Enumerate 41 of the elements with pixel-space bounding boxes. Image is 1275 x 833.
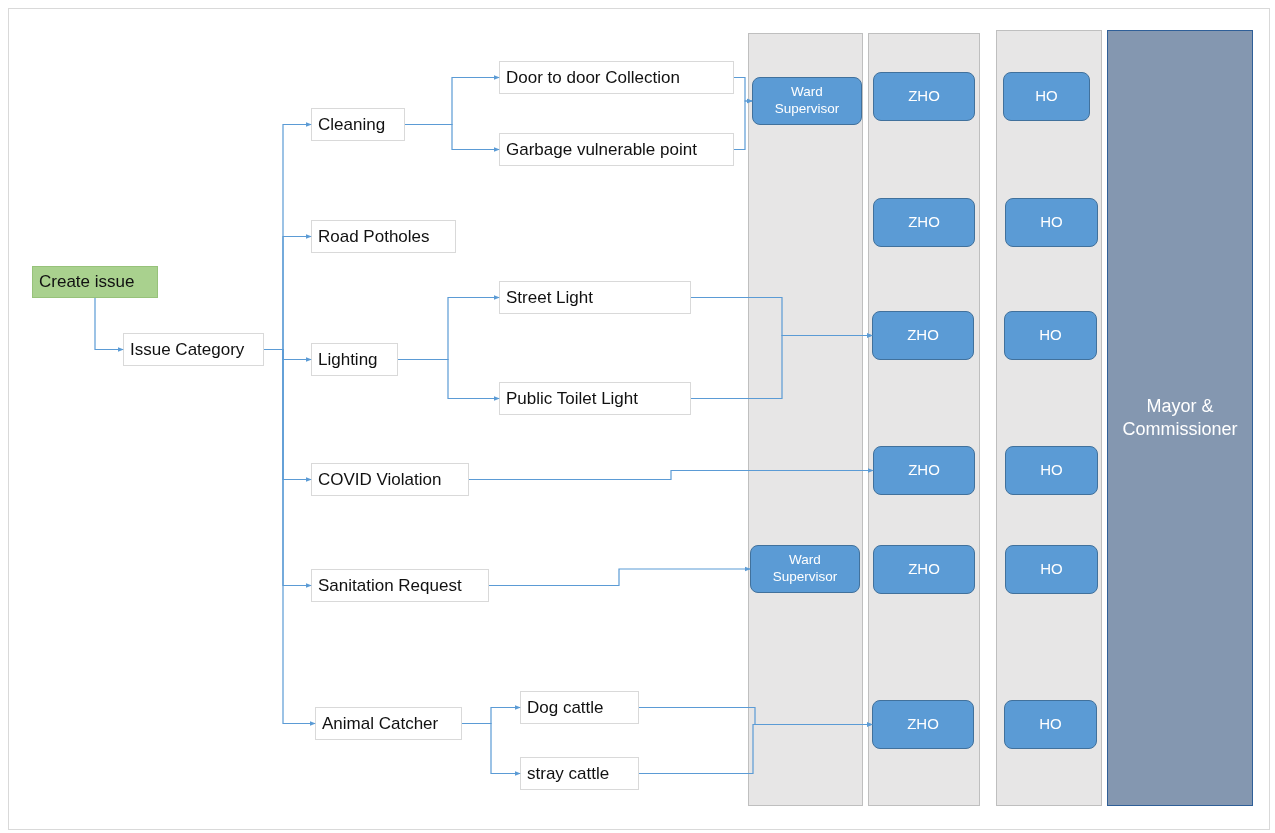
role-box: ZHO: [873, 72, 975, 121]
category-box: Animal Catcher: [315, 707, 462, 740]
category-box: COVID Violation: [311, 463, 469, 496]
role-box: Ward Supervisor: [750, 545, 860, 593]
connector-arrow: [461, 722, 521, 776]
connector-arrow: [733, 98, 753, 151]
category-box: Cleaning: [311, 108, 405, 141]
category-box: Sanitation Request: [311, 569, 489, 602]
role-box: HO: [1004, 700, 1097, 749]
connector-arrow: [404, 123, 500, 152]
subcategory-box: stray cattle: [520, 757, 639, 790]
connector-arrow: [638, 722, 873, 775]
subcategory-box: Door to door Collection: [499, 61, 734, 94]
role-box: HO: [1005, 545, 1098, 594]
connector-arrow: [468, 468, 874, 481]
category-box: Road Potholes: [311, 220, 456, 253]
category-box: Issue Category: [123, 333, 264, 366]
subcategory-box: Dog cattle: [520, 691, 639, 724]
role-box: HO: [1005, 198, 1098, 247]
role-box: HO: [1005, 446, 1098, 495]
subcategory-box: Garbage vulnerable point: [499, 133, 734, 166]
subcategory-box: Street Light: [499, 281, 691, 314]
role-box: ZHO: [872, 700, 974, 749]
role-box: ZHO: [873, 545, 975, 594]
subcategory-box: Public Toilet Light: [499, 382, 691, 415]
authority-panel: Mayor & Commissioner: [1107, 30, 1253, 806]
role-box: ZHO: [873, 446, 975, 495]
category-box: Lighting: [311, 343, 398, 376]
swimlane: [748, 33, 863, 806]
role-box: Ward Supervisor: [752, 77, 862, 125]
role-box: HO: [1004, 311, 1097, 360]
connector-arrow: [397, 358, 500, 401]
connector-arrow: [94, 297, 124, 352]
process-box: Create issue: [32, 266, 158, 298]
swimlane: [868, 33, 980, 806]
role-box: HO: [1003, 72, 1090, 121]
role-box: ZHO: [872, 311, 974, 360]
connector-arrow: [690, 333, 873, 400]
swimlane: [996, 30, 1102, 806]
role-box: ZHO: [873, 198, 975, 247]
connector-arrow: [488, 566, 751, 587]
